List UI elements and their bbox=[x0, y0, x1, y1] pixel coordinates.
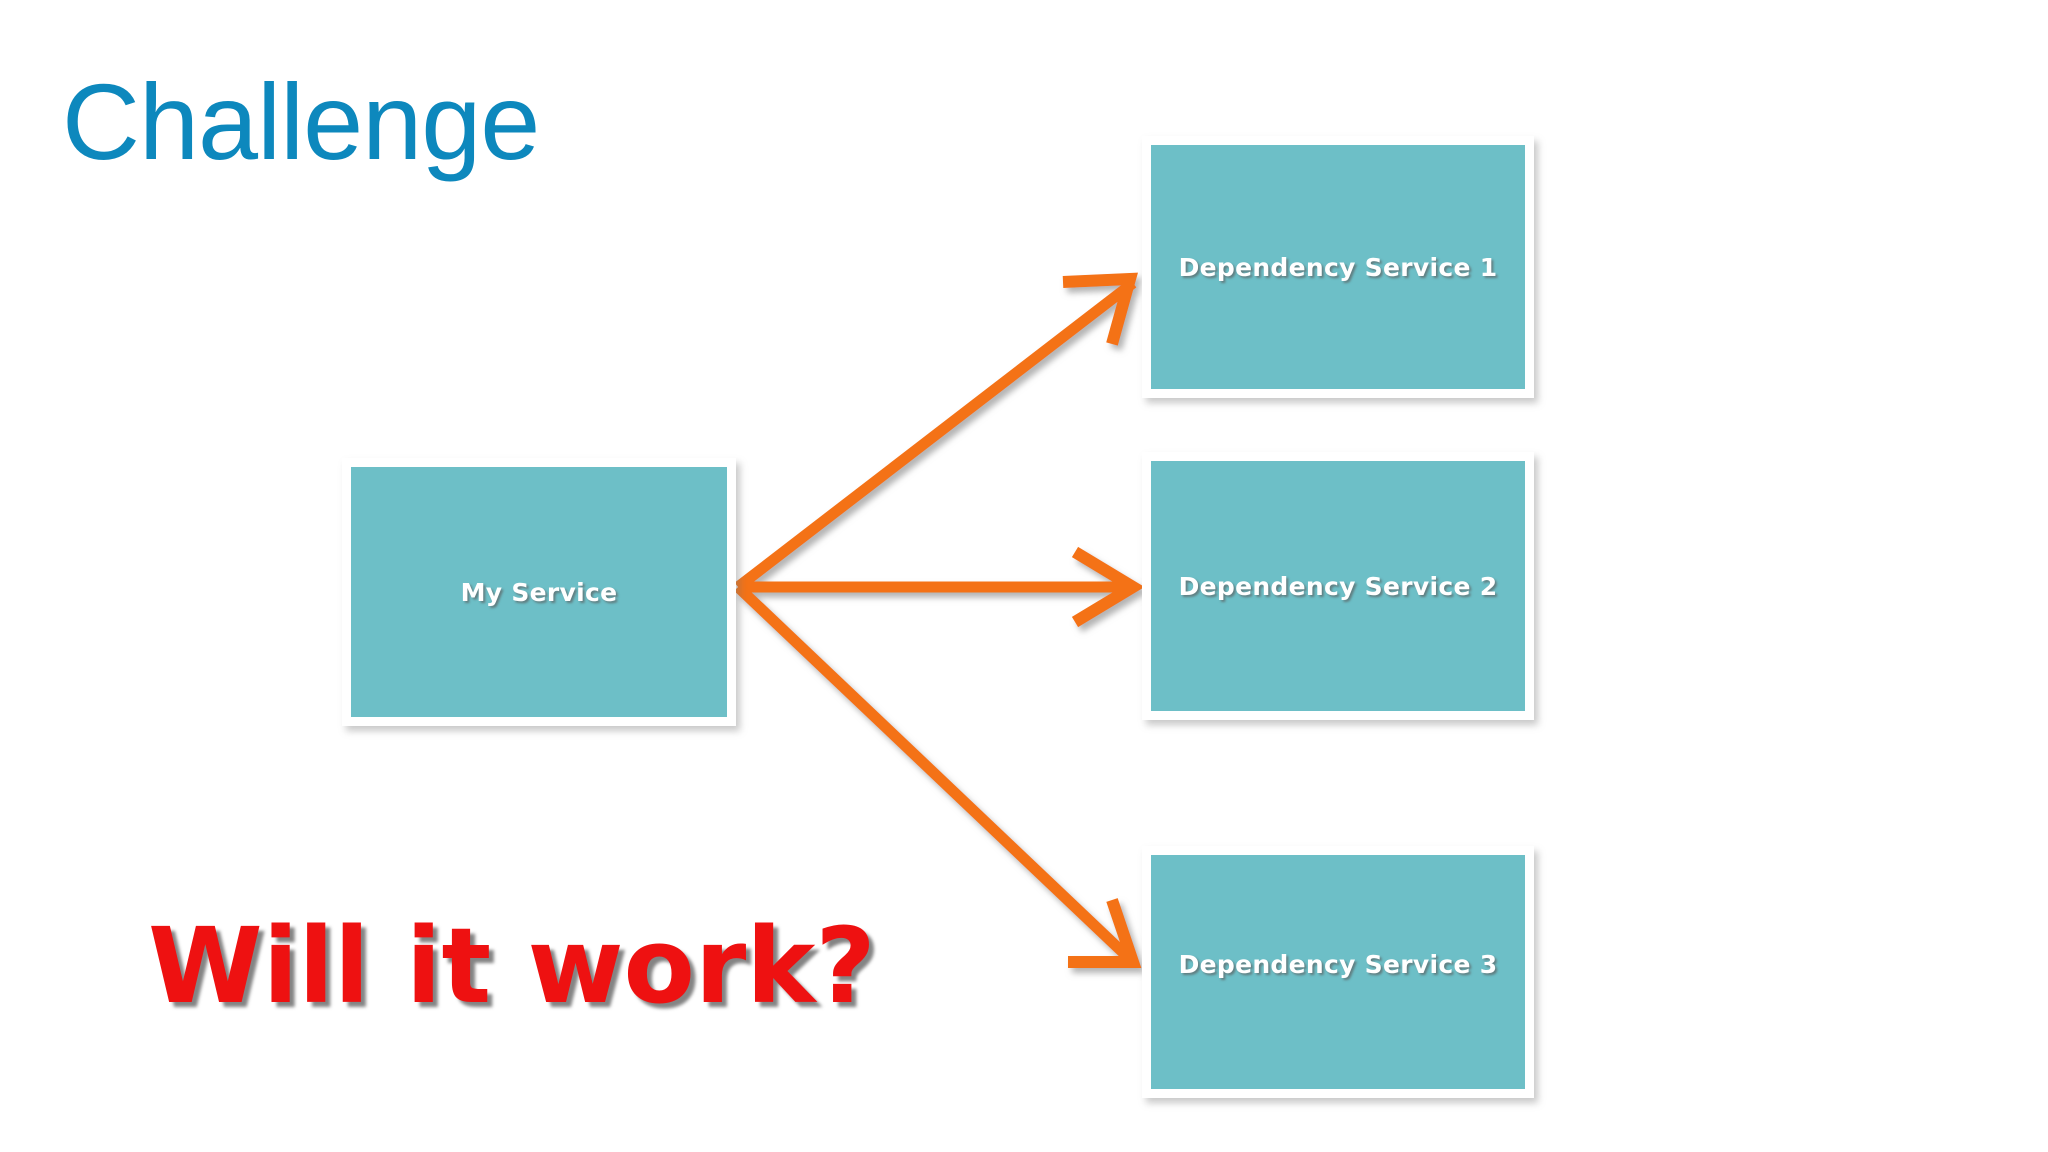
node-my-service-label: My Service bbox=[460, 577, 618, 607]
node-dependency-service-2[interactable]: Dependency Service 2 bbox=[1142, 452, 1534, 720]
edge-my-service-to-dependency-service-2 bbox=[738, 546, 1145, 628]
node-my-service[interactable]: My Service bbox=[342, 458, 736, 726]
edge-my-service-to-dependency-service-1 bbox=[734, 272, 1138, 592]
node-dependency-service-3[interactable]: Dependency Service 3 bbox=[1142, 846, 1534, 1098]
question-text: Will it work? bbox=[148, 905, 876, 1027]
page-title: Challenge bbox=[62, 61, 540, 182]
node-dependency-service-1-label: Dependency Service 1 bbox=[1178, 252, 1498, 282]
node-dependency-service-3-label: Dependency Service 3 bbox=[1178, 950, 1498, 979]
node-dependency-service-2-label: Dependency Service 2 bbox=[1178, 571, 1498, 601]
node-dependency-service-1[interactable]: Dependency Service 1 bbox=[1142, 136, 1534, 398]
